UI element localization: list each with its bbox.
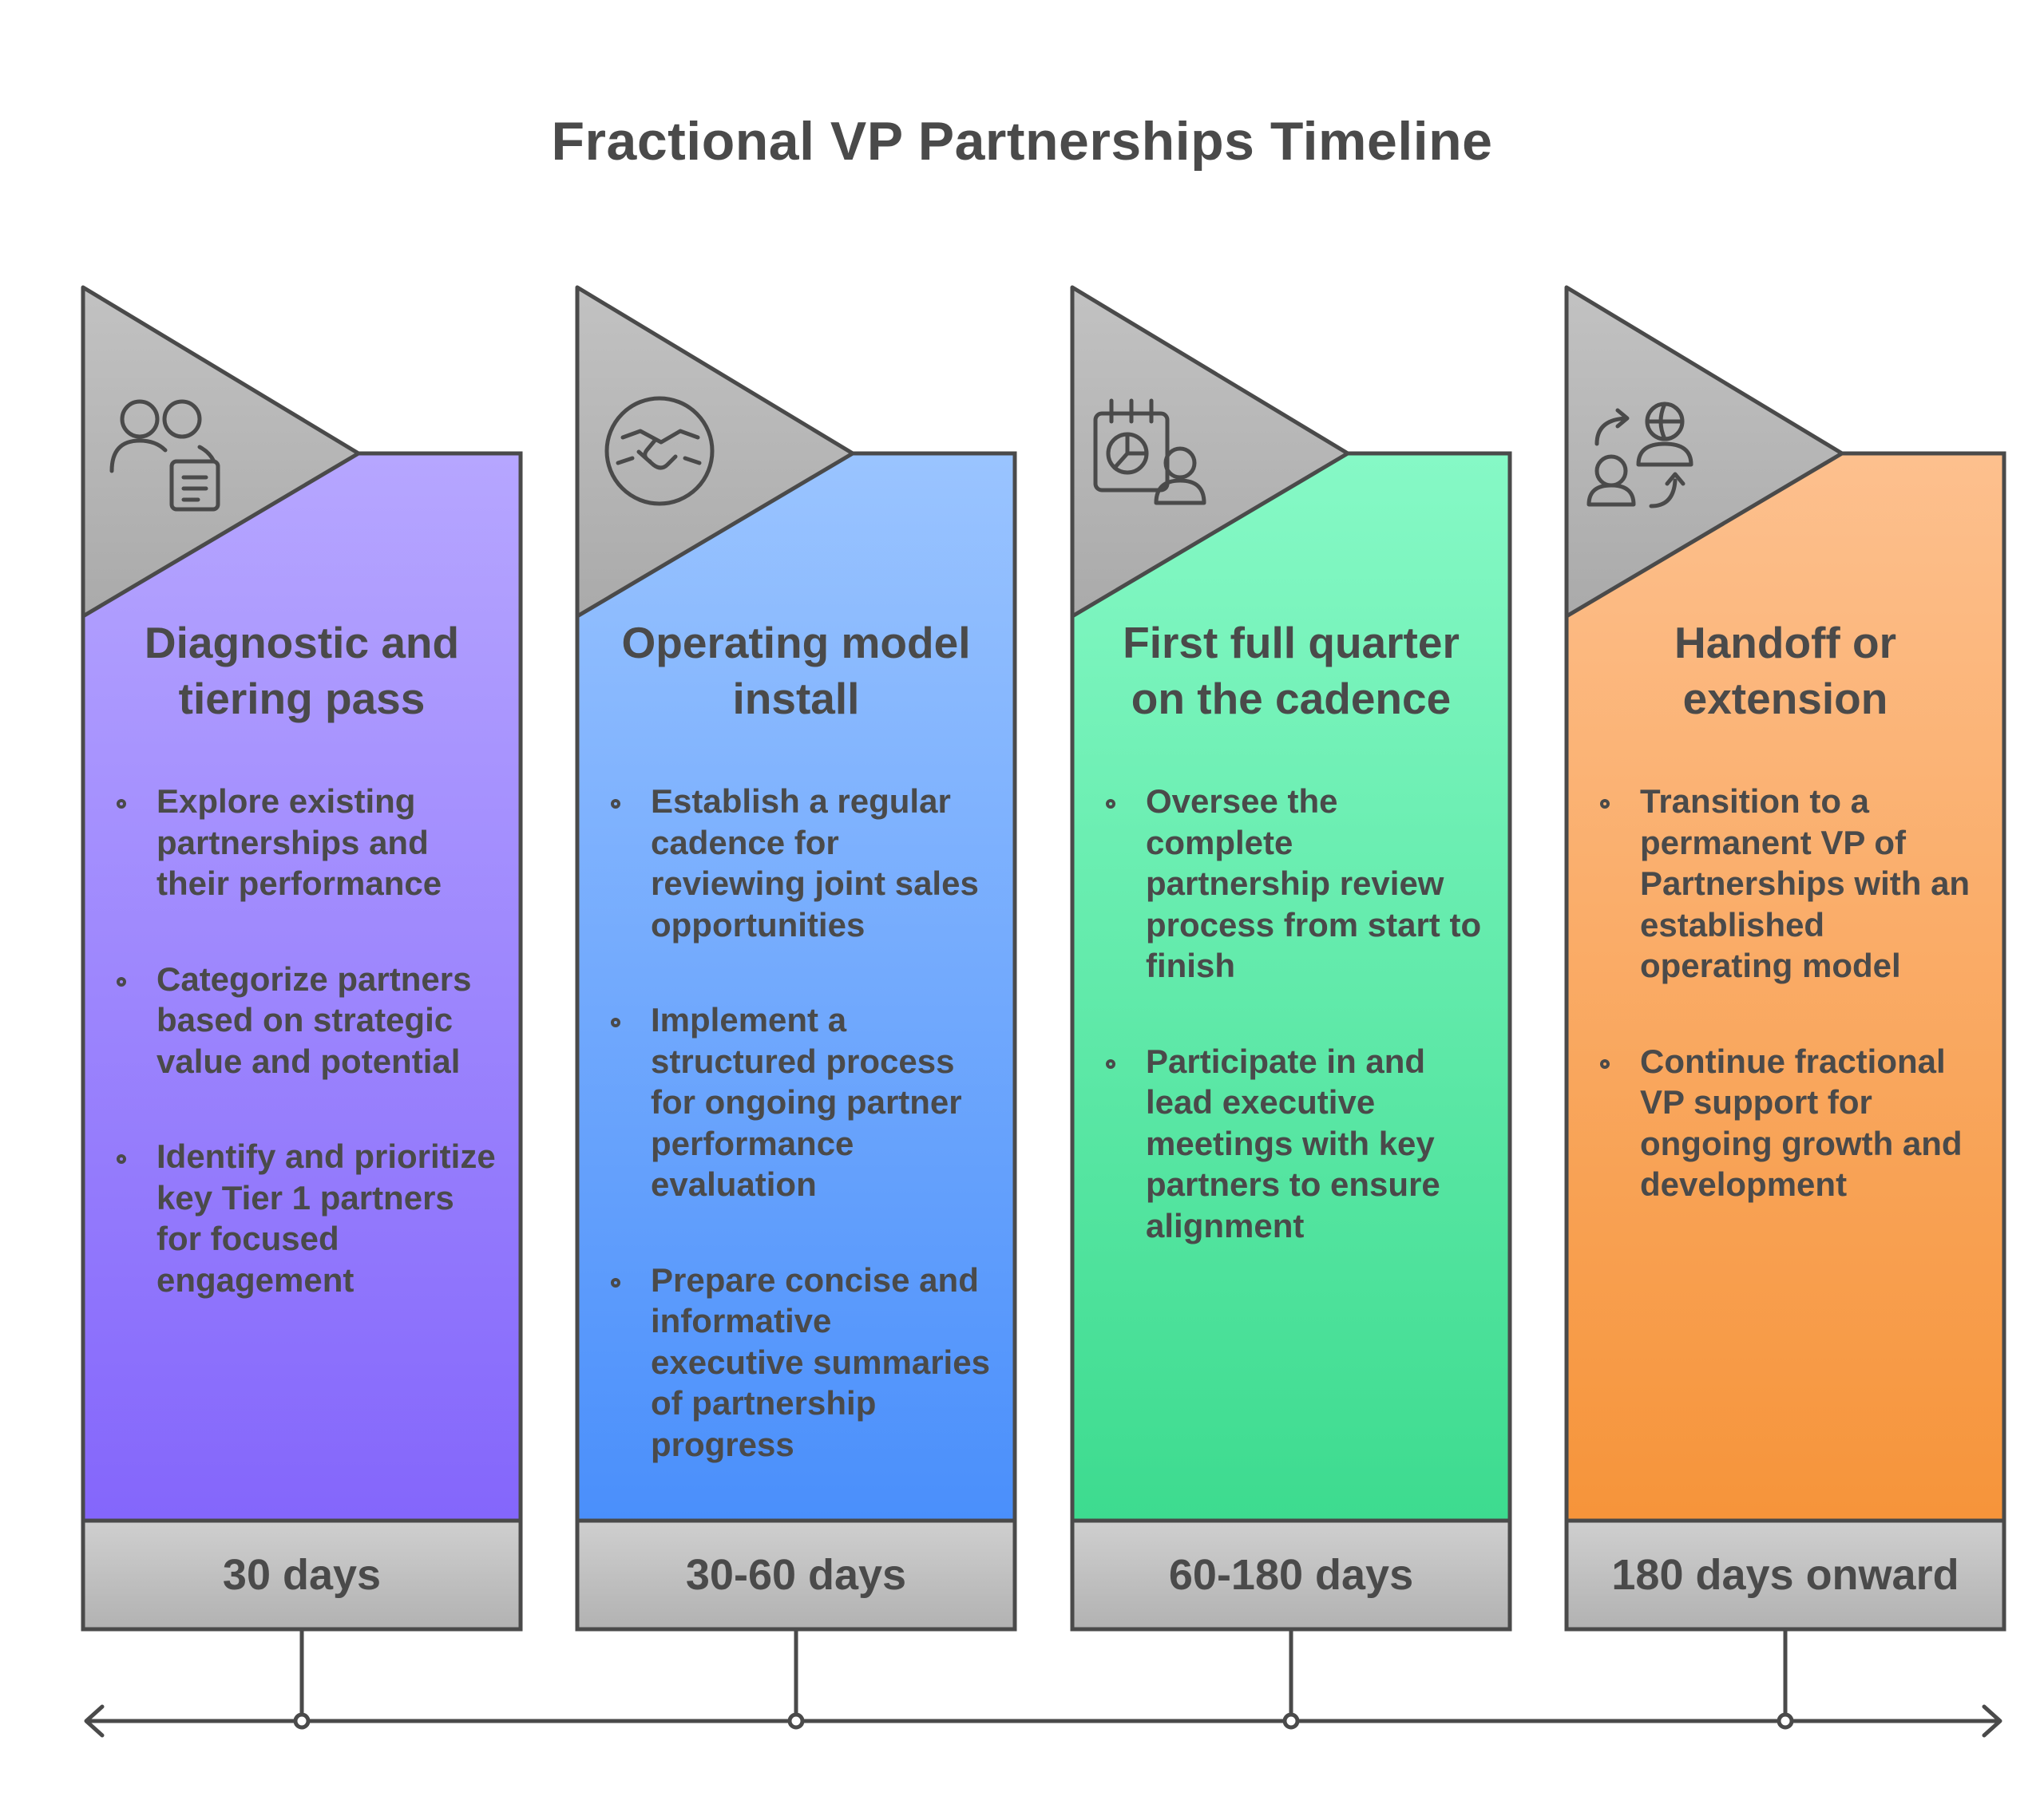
duration-box xyxy=(1564,1518,2006,1632)
bullet-circle-icon xyxy=(611,799,620,809)
stage-duration: 180 days onward xyxy=(1611,1551,1959,1599)
stage-bullet-text: Identify and prioritize key Tier 1 partn… xyxy=(156,1137,496,1299)
stage-body xyxy=(1070,451,1512,1523)
calendar-person-icon xyxy=(1093,398,1206,505)
stage-bullet: Continue fractional VP support for ongoi… xyxy=(1597,1041,1980,1205)
page-title: Fractional VP Partnerships Timeline xyxy=(551,111,1493,172)
stage-triangle xyxy=(1564,285,1844,619)
stage-duration: 60-180 days xyxy=(1168,1551,1414,1599)
stage-bullet-list: Transition to a permanent VP of Partners… xyxy=(1597,781,1980,1260)
stage-bullet-text: Oversee the complete partnership review … xyxy=(1146,782,1482,984)
stage-title: Handoff or extension xyxy=(1674,618,1896,723)
stage-bullet: Explore existing partnerships and their … xyxy=(113,781,497,904)
arrow-left-icon xyxy=(84,1704,105,1738)
stage-bullet-list: Establish a regular cadence for reviewin… xyxy=(608,781,991,1519)
timeline-marker xyxy=(293,1712,311,1730)
handshake-icon xyxy=(604,396,715,506)
stage-triangle xyxy=(81,285,361,619)
stage-panel-1 xyxy=(81,285,523,1632)
bullet-circle-icon xyxy=(117,1154,126,1164)
bullet-circle-icon xyxy=(1600,1058,1610,1069)
stage-title: Operating model install xyxy=(621,618,971,723)
stage-bullet: Participate in and lead executive meetin… xyxy=(1103,1041,1486,1247)
timeline-axis xyxy=(84,1629,2002,1738)
stage-bullet-text: Participate in and lead executive meetin… xyxy=(1146,1042,1440,1244)
stage-panel-4 xyxy=(1564,285,2006,1632)
people-document-icon xyxy=(109,399,220,512)
timeline-marker xyxy=(1282,1712,1300,1730)
bullet-circle-icon xyxy=(1106,1058,1115,1069)
stage-bullet: Prepare concise and informative executiv… xyxy=(608,1260,991,1466)
stage-panel-3 xyxy=(1070,285,1512,1632)
stage-bullet: Transition to a permanent VP of Partners… xyxy=(1597,781,1980,987)
stage-triangle xyxy=(575,285,855,619)
stage-bullet-text: Implement a structured process for ongoi… xyxy=(651,1001,962,1203)
stage-bullet-text: Categorize partners based on strategic v… xyxy=(156,959,472,1080)
stage-duration: 30-60 days xyxy=(685,1551,907,1599)
stage-body xyxy=(575,451,1017,1523)
stage-triangle xyxy=(1070,285,1350,619)
stage-bullet-list: Explore existing partnerships and their … xyxy=(113,781,497,1355)
stage-bullet-text: Transition to a permanent VP of Partners… xyxy=(1640,782,1971,984)
duration-box xyxy=(1070,1518,1512,1632)
stage-bullet: Oversee the complete partnership review … xyxy=(1103,781,1486,987)
stage-bullet-text: Establish a regular cadence for reviewin… xyxy=(651,782,979,944)
stage-bullet-text: Continue fractional VP support for ongoi… xyxy=(1640,1042,1963,1204)
stage-bullet: Establish a regular cadence for reviewin… xyxy=(608,781,991,945)
bullet-circle-icon xyxy=(1106,799,1115,809)
bullet-circle-icon xyxy=(611,1018,620,1027)
bullet-circle-icon xyxy=(117,976,126,987)
stage-bullet-text: Explore existing partnerships and their … xyxy=(156,782,442,902)
stage-bullet: Categorize partners based on strategic v… xyxy=(113,959,497,1082)
bullet-circle-icon xyxy=(1600,799,1610,809)
duration-box xyxy=(81,1518,523,1632)
bullet-circle-icon xyxy=(611,1277,620,1288)
timeline-marker xyxy=(787,1712,805,1730)
stage-bullet: Identify and prioritize key Tier 1 partn… xyxy=(113,1136,497,1300)
stage-duration: 30 days xyxy=(222,1551,382,1599)
bullet-circle-icon xyxy=(117,799,126,809)
stage-body xyxy=(81,451,523,1523)
stage-bullet-list: Oversee the complete partnership review … xyxy=(1103,781,1486,1300)
stage-bullet: Implement a structured process for ongoi… xyxy=(608,999,991,1205)
arrow-right-icon xyxy=(1982,1704,2002,1738)
stage-title: Diagnostic and tiering pass xyxy=(144,618,460,723)
stage-panel-2 xyxy=(575,285,1017,1632)
stage-body xyxy=(1564,451,2006,1523)
handoff-people-icon xyxy=(1586,402,1693,508)
timeline-marker xyxy=(1777,1712,1794,1730)
stage-title: First full quarter on the cadence xyxy=(1123,618,1460,723)
stage-bullet-text: Prepare concise and informative executiv… xyxy=(651,1260,990,1463)
